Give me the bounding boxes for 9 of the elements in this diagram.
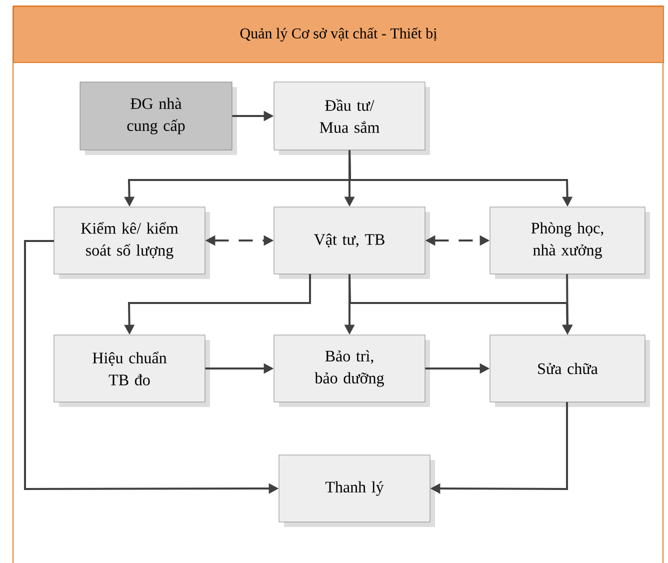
process-box: Bảo trì, bảo dưỡng [274,334,430,407]
process-box: Phòng học, nhà xưởng [490,206,650,279]
process-box: Kiểm kê/ kiểm soát số lượng [54,206,210,279]
process-box: Hiệu chuẩn TB đo [54,334,210,407]
process-box: Vật tư, TB [274,206,430,279]
process-box: Đầu tư/ Mua sắm [274,82,430,155]
process-box: Thanh lý [278,454,435,527]
process-box: ĐG nhà cung cấp [80,82,237,155]
process-box: Sửa chữa [490,334,650,407]
